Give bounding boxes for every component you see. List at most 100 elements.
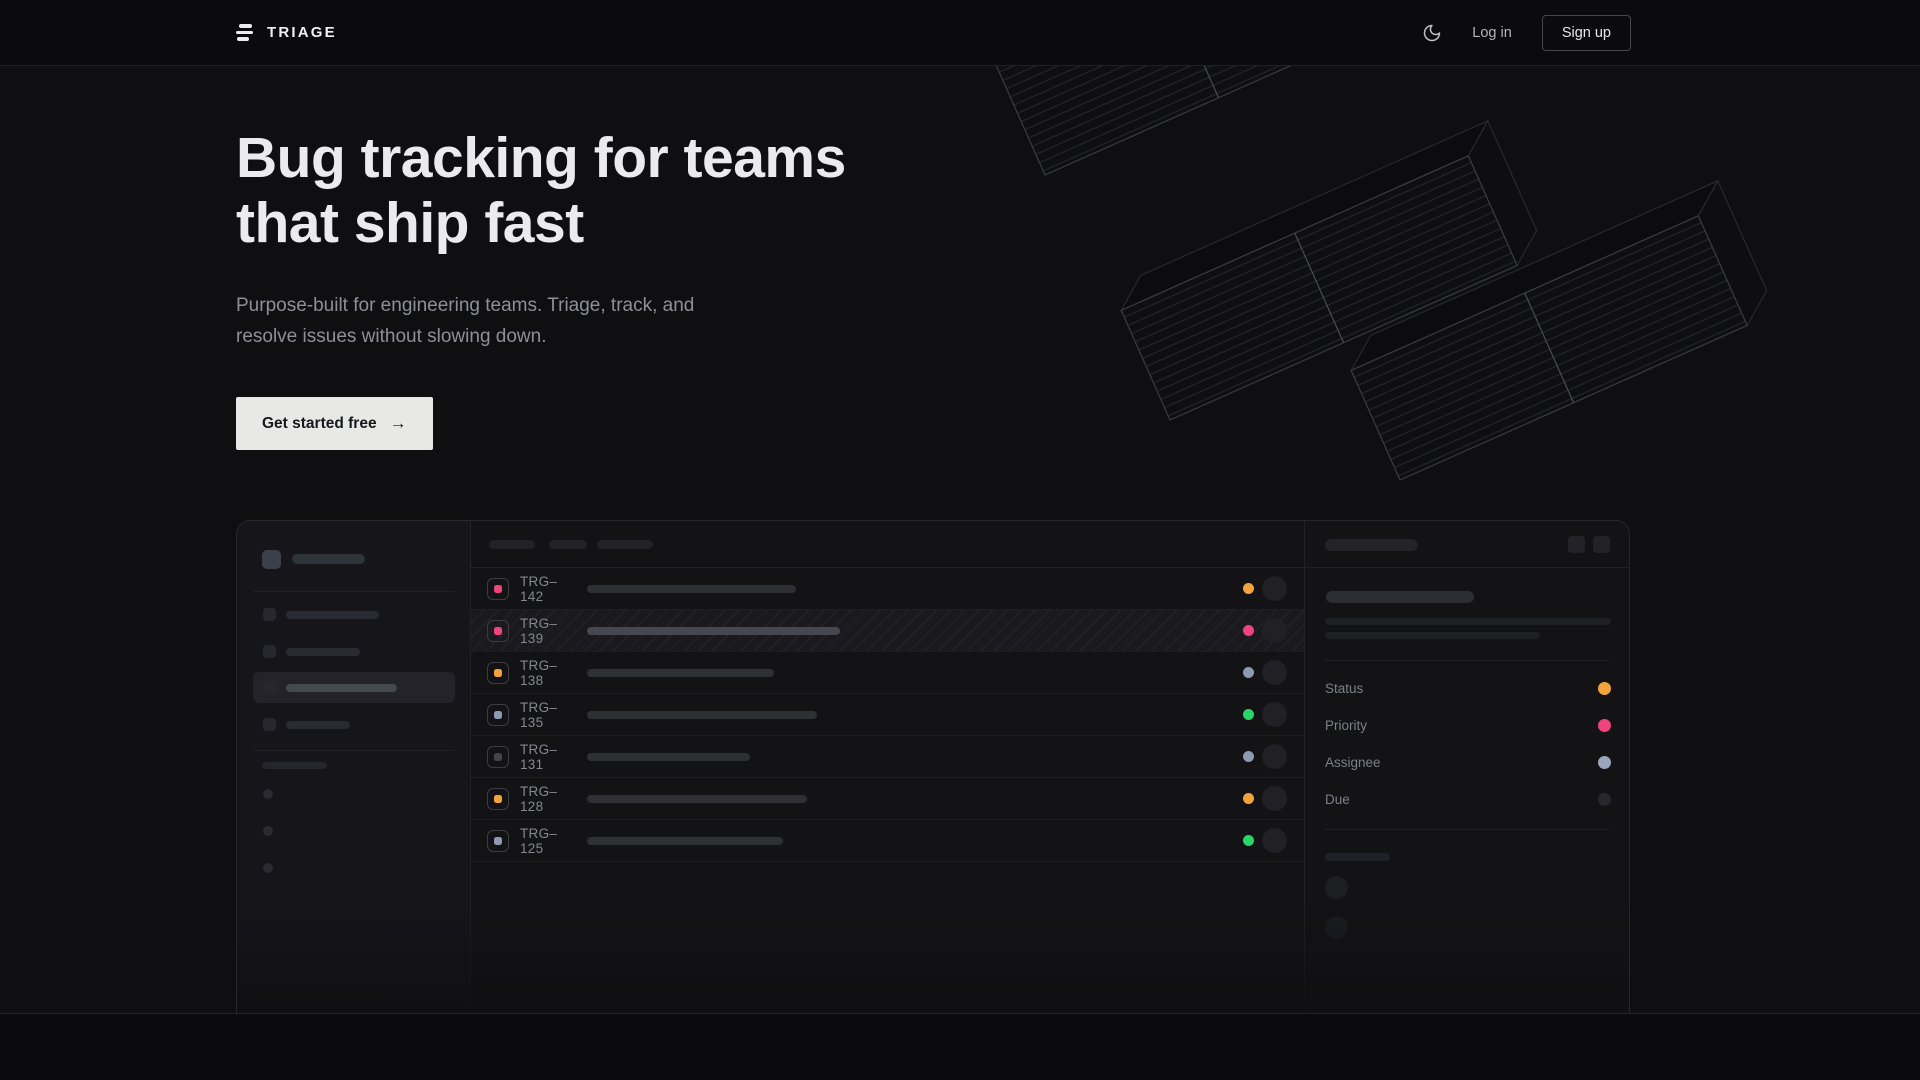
issue-assignee-avatar [1262, 744, 1287, 769]
signup-button[interactable]: Sign up [1541, 14, 1631, 51]
sidebar-item-icon-skeleton [263, 645, 276, 658]
sidebar-item-skeleton [286, 611, 379, 619]
issue-title-skeleton [587, 710, 817, 719]
detail-fields: Status Priority Assignee Due [1305, 670, 1629, 818]
issue-row: TRG–142 [471, 568, 1304, 610]
filter-pill-skeleton [549, 540, 587, 549]
issue-status-dot [1243, 667, 1254, 678]
login-link[interactable]: Log in [1472, 24, 1512, 41]
sidebar-section-label-skeleton [262, 762, 327, 769]
sidebar-item-icon-skeleton [263, 608, 276, 621]
issue-id: TRG–142 [520, 573, 558, 604]
issue-type-dot [494, 584, 502, 593]
detail-field-label: Due [1325, 792, 1350, 807]
issue-row: TRG–138 [471, 652, 1304, 694]
issue-type-dot [494, 710, 502, 719]
filter-pill-skeleton [597, 540, 653, 549]
sidebar-item-icon-skeleton [263, 718, 276, 731]
issue-status-dot [1243, 793, 1254, 804]
issue-assignee-avatar [1262, 660, 1287, 685]
issue-type-dot [494, 626, 502, 635]
issue-rows: TRG–142 TRG–139 TRG–138 TRG–1 [471, 568, 1304, 862]
detail-field-label: Status [1325, 681, 1364, 696]
sidebar-item-skeleton [286, 648, 360, 656]
issue-title-skeleton [587, 668, 774, 677]
issue-id: TRG–135 [520, 699, 558, 730]
issue-title-skeleton [587, 836, 783, 845]
issue-status-dot [1243, 751, 1254, 762]
issue-assignee-avatar [1262, 576, 1287, 601]
detail-field-row: Status [1305, 670, 1629, 707]
issue-id: TRG–128 [520, 783, 558, 814]
issue-type-dot [494, 836, 502, 845]
sidebar-active-item-skeleton [286, 684, 397, 692]
arrow-right-icon: → [389, 413, 407, 432]
sidebar-item-icon-skeleton [264, 681, 277, 694]
issue-row-meta [1243, 576, 1287, 601]
comment-avatar-skeleton [1325, 916, 1348, 939]
issue-status-dot [1243, 583, 1254, 594]
detail-title-skeleton [1325, 539, 1418, 551]
issue-list-header [471, 521, 1304, 568]
issue-type-dot [494, 668, 502, 677]
get-started-button[interactable]: Get started free → [236, 397, 433, 450]
detail-field-row: Priority [1305, 707, 1629, 744]
detail-action-button-skeleton [1593, 536, 1610, 553]
issue-assignee-avatar [1262, 702, 1287, 727]
issue-row-meta [1243, 660, 1287, 685]
theme-toggle-button[interactable] [1422, 23, 1442, 43]
issue-row: TRG–139 [471, 610, 1304, 652]
sidebar-dot-skeleton [263, 789, 273, 799]
issue-status-dot [1243, 709, 1254, 720]
comment-avatar-skeleton [1325, 876, 1348, 899]
detail-description-skeleton [1325, 632, 1540, 639]
issue-row-meta [1243, 744, 1287, 769]
moon-icon [1424, 24, 1441, 41]
detail-description-skeleton [1325, 618, 1611, 625]
brand[interactable]: TRIAGE [236, 24, 337, 41]
triage-logo-icon [236, 24, 256, 41]
detail-field-label: Priority [1325, 718, 1368, 733]
detail-action-button-skeleton [1568, 536, 1585, 553]
hero-subtitle: Purpose-built for engineering teams. Tri… [236, 295, 695, 347]
mockup-workspace-avatar [262, 550, 281, 569]
issue-row: TRG–128 [471, 778, 1304, 820]
detail-field-value-dot [1598, 719, 1611, 732]
issue-type-icon [487, 787, 509, 810]
detail-field-row: Assignee [1305, 744, 1629, 781]
sidebar-divider [253, 591, 454, 592]
issue-type-icon [487, 661, 509, 684]
detail-divider [1325, 660, 1609, 661]
footer [0, 1013, 1920, 1080]
sidebar-dot-skeleton [263, 863, 273, 873]
issue-title-skeleton [587, 794, 807, 803]
mockup-detail-panel: Status Priority Assignee Due [1304, 521, 1629, 1013]
issue-title-skeleton [587, 626, 840, 635]
issue-type-dot [494, 752, 502, 761]
filter-pill-skeleton [489, 540, 535, 549]
issue-row: TRG–125 [471, 820, 1304, 862]
issue-status-dot [1243, 835, 1254, 846]
detail-field-value-dot [1598, 682, 1611, 695]
issue-type-icon [487, 745, 509, 768]
issue-assignee-avatar [1262, 786, 1287, 811]
sidebar-divider [253, 750, 454, 751]
issue-type-icon [487, 703, 509, 726]
issue-row-meta [1243, 618, 1287, 643]
issue-type-icon [487, 829, 509, 852]
detail-field-value-dot [1598, 756, 1611, 769]
detail-issue-title-skeleton [1326, 591, 1474, 603]
top-nav: TRIAGE Log in Sign up [0, 0, 1920, 66]
issue-row-meta [1243, 828, 1287, 853]
issue-id: TRG–125 [520, 825, 558, 856]
detail-field-row: Due [1305, 781, 1629, 818]
issue-title-skeleton [587, 584, 796, 593]
detail-section-label-skeleton [1325, 853, 1390, 861]
detail-field-value-dot [1598, 793, 1611, 806]
brand-name: TRIAGE [267, 24, 337, 41]
nav-actions: Log in Sign up [1422, 14, 1631, 51]
detail-header [1305, 521, 1629, 568]
issue-row: TRG–131 [471, 736, 1304, 778]
issue-type-icon [487, 619, 509, 642]
